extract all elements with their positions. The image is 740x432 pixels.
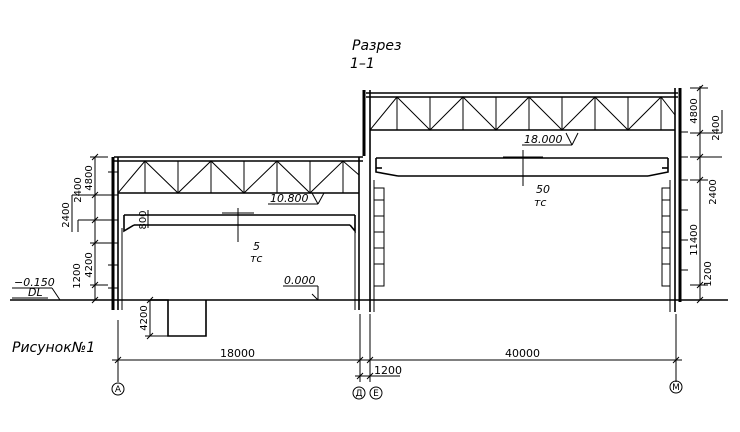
right-crane-bridge <box>375 157 669 177</box>
axis-markers <box>111 380 683 400</box>
left-truss-web <box>117 160 360 194</box>
dim-left-4200: 4200 <box>84 252 95 277</box>
dim-right-1200: 1200 <box>703 261 714 286</box>
right-roof-elevation: 18.000 <box>524 133 563 146</box>
right-crane-capacity: 50 <box>536 183 550 196</box>
dim-right-4800: 4800 <box>689 98 700 123</box>
dim-left-4800: 4800 <box>84 165 95 190</box>
left-crane-unit: тс <box>250 252 262 265</box>
ground-tag: DL <box>28 286 43 299</box>
right-roof-truss <box>366 92 678 131</box>
right-crane-hook <box>503 150 543 186</box>
axis-label-e: Е <box>373 389 379 399</box>
right-dimension-chain <box>690 84 723 304</box>
dim-offset-1200: 1200 <box>374 364 402 377</box>
section-title: Разрез <box>352 38 401 54</box>
column-m-ladder <box>661 187 671 287</box>
figure-caption: Рисунок№1 <box>12 340 95 356</box>
right-crane-unit: тс <box>534 196 546 209</box>
right-wall-panels <box>680 131 688 271</box>
ground-elevation-mark <box>12 287 61 301</box>
foundation-pit <box>150 299 207 337</box>
dim-span-800: 800 <box>138 210 149 229</box>
right-truss-web <box>369 96 676 131</box>
axis-label-m: М <box>672 383 680 393</box>
axis-label-d: Д <box>355 389 362 399</box>
axis-label-a: А <box>115 385 122 395</box>
pit-dimension <box>145 296 168 340</box>
ground-elevation: −0.150 <box>14 276 55 289</box>
horizontal-dimension-lines <box>112 314 682 382</box>
left-crane-bridge <box>123 214 356 234</box>
left-crane-capacity: 5 <box>253 240 260 253</box>
floor-elevation: 0.000 <box>284 274 316 287</box>
dim-span-40000: 40000 <box>505 347 540 360</box>
left-roof-elevation: 10.800 <box>270 192 309 205</box>
left-roof-elevation-mark <box>268 192 325 205</box>
dim-pit-4200: 4200 <box>139 305 150 330</box>
right-roof-elevation-mark <box>522 132 579 146</box>
left-roof-truss <box>114 156 363 194</box>
dim-span-18000: 18000 <box>220 347 255 360</box>
dim-right-2400a: 2400 <box>711 115 722 140</box>
left-dimension-chain <box>71 153 108 304</box>
dim-left-2400a: 2400 <box>73 177 84 202</box>
column-e-ladder <box>373 187 385 287</box>
left-wall-panels <box>108 171 118 289</box>
dim-right-11400: 11400 <box>689 224 700 256</box>
floor-elevation-mark <box>283 285 319 301</box>
dim-right-2400b: 2400 <box>708 179 719 204</box>
dim-left-1200: 1200 <box>72 263 83 288</box>
section-number: 1–1 <box>350 56 375 72</box>
left-crane-hook <box>222 208 254 242</box>
dim-left-2400b: 2400 <box>61 202 72 227</box>
